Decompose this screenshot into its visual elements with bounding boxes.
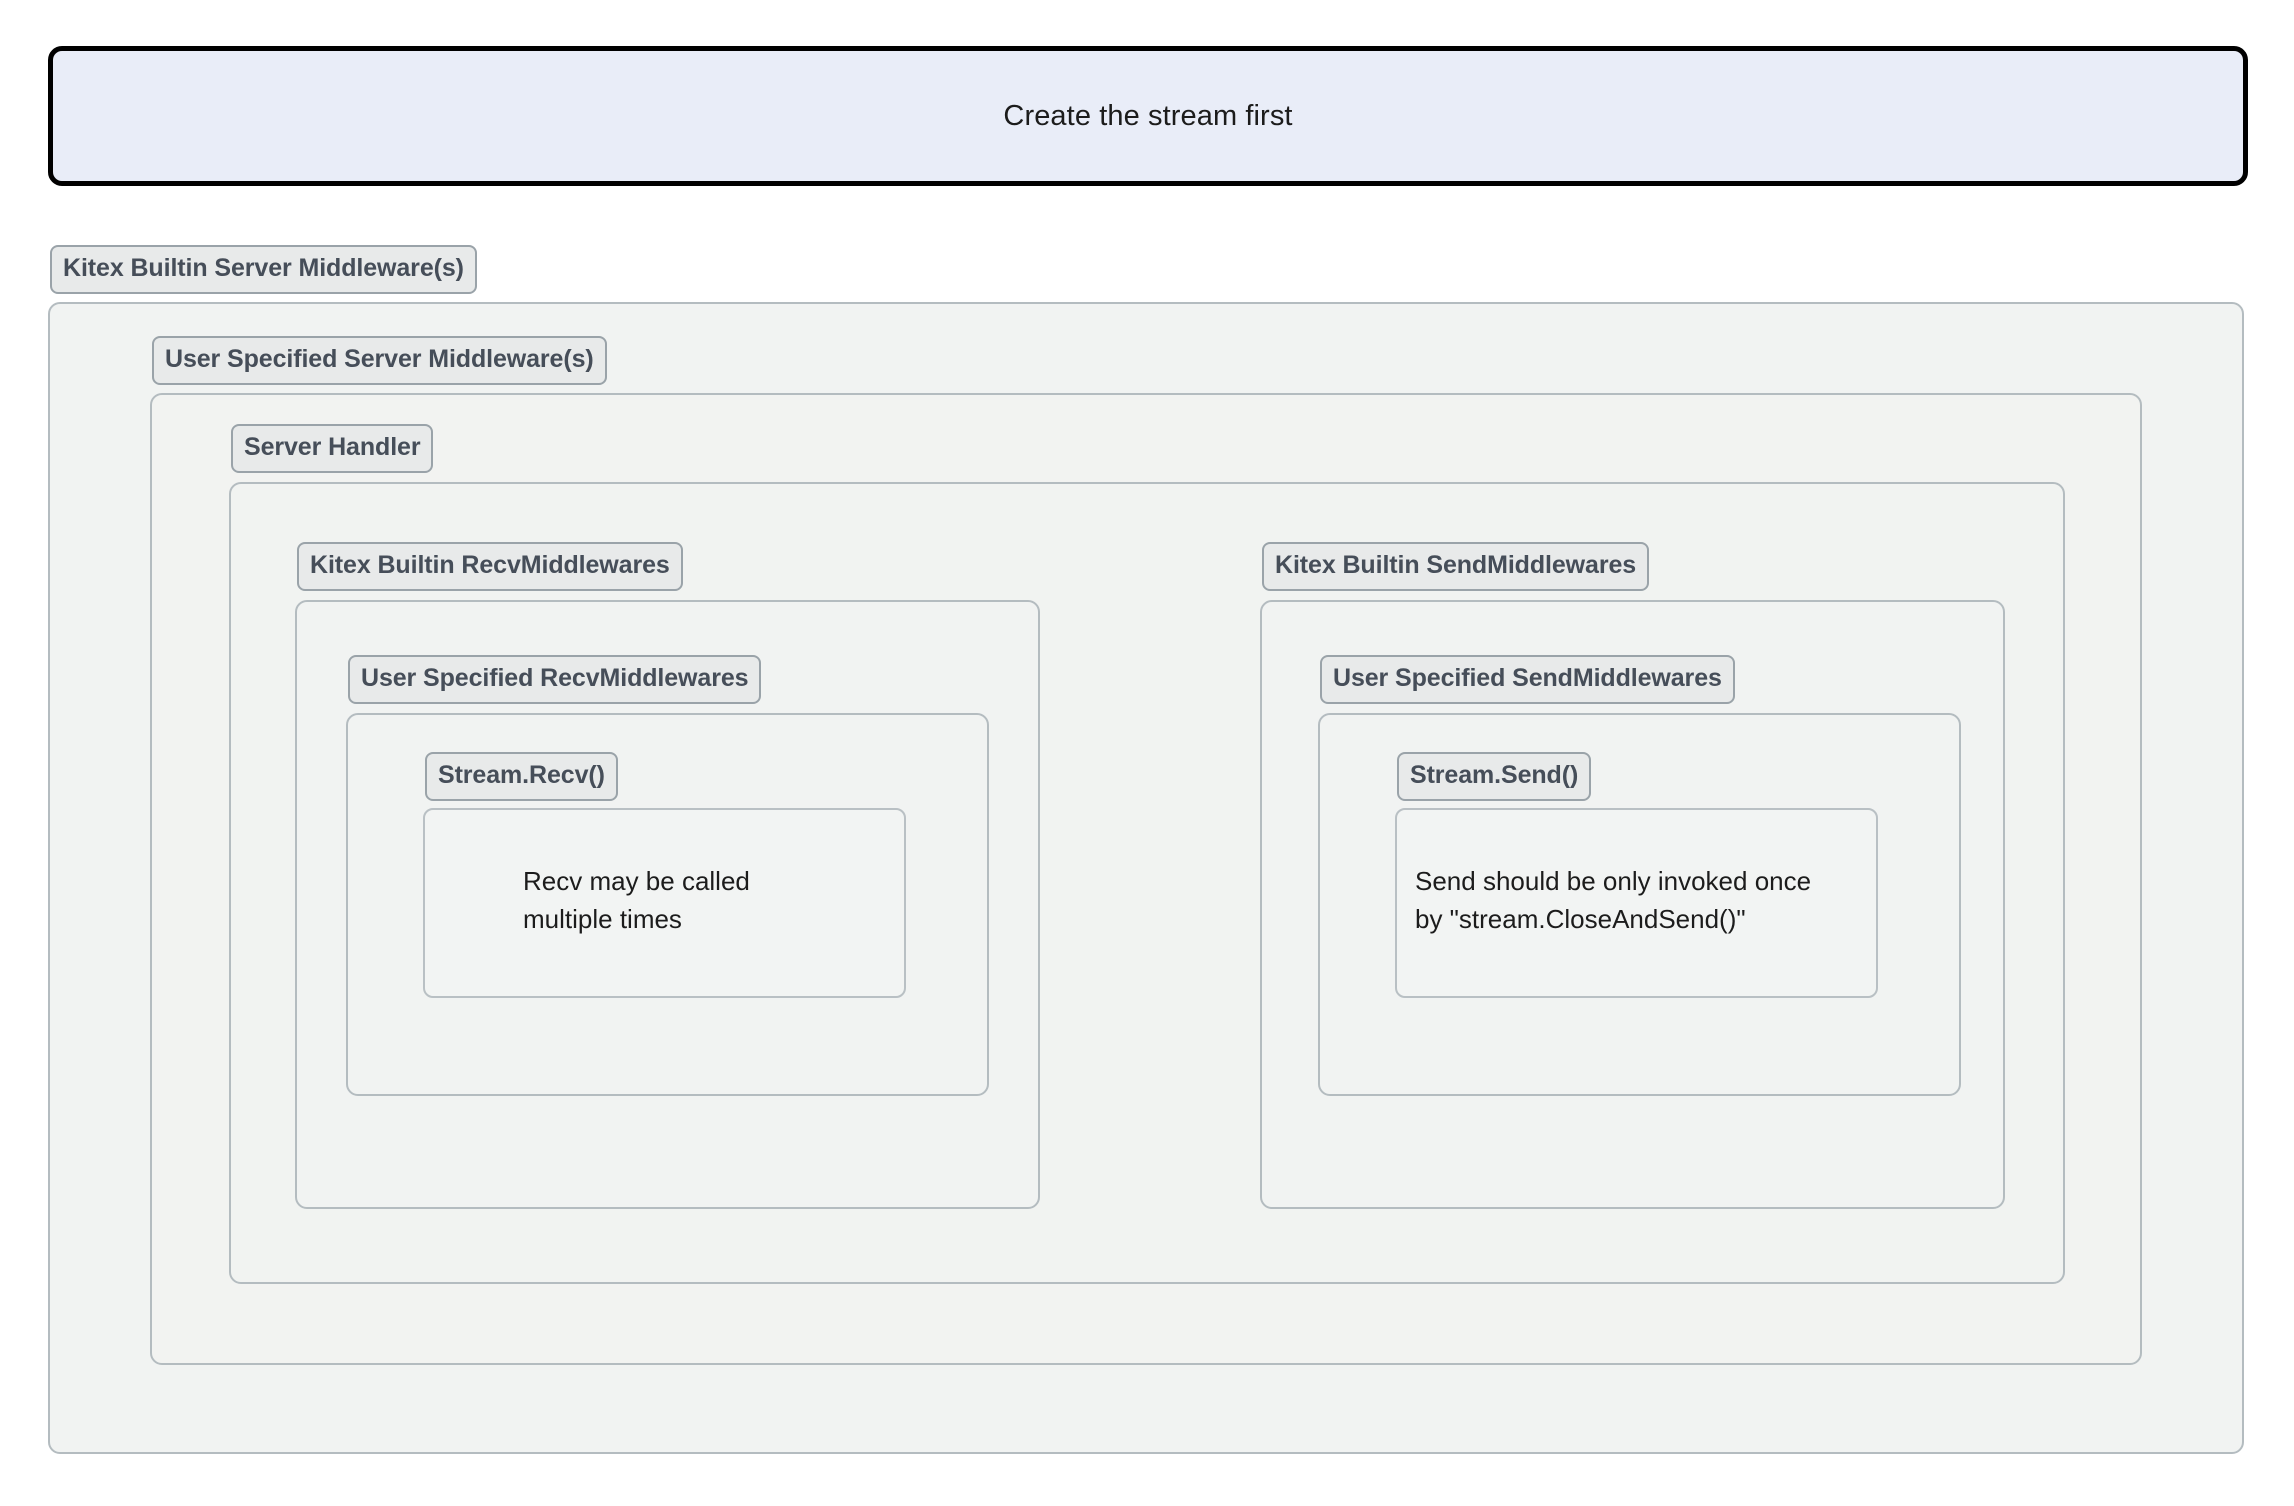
tag-stream-recv-call: Stream.Recv() (425, 752, 618, 801)
tag-kitex-builtin-send-middlewares: Kitex Builtin SendMiddlewares (1262, 542, 1650, 591)
tag-user-specified-recv-middlewares: User Specified RecvMiddlewares (348, 655, 762, 704)
note-text-recv: Recv may be called multiple times (523, 866, 750, 935)
note-box-recv (423, 808, 906, 998)
tag-kitex-builtin-server-middleware: Kitex Builtin Server Middleware(s) (50, 245, 477, 294)
create-stream-banner: Create the stream first (48, 46, 2248, 186)
tag-user-specified-server-middleware: User Specified Server Middleware(s) (152, 336, 607, 385)
create-stream-banner-label: Create the stream first (1003, 99, 1293, 132)
tag-stream-send-call: Stream.Send() (1397, 752, 1592, 801)
tag-kitex-builtin-recv-middlewares: Kitex Builtin RecvMiddlewares (297, 542, 683, 591)
note-text-send: Send should be only invoked once by "str… (1415, 866, 1812, 935)
note-box-send (1395, 808, 1878, 998)
tag-server-handler: Server Handler (231, 424, 434, 473)
tag-user-specified-send-middlewares: User Specified SendMiddlewares (1320, 655, 1735, 704)
